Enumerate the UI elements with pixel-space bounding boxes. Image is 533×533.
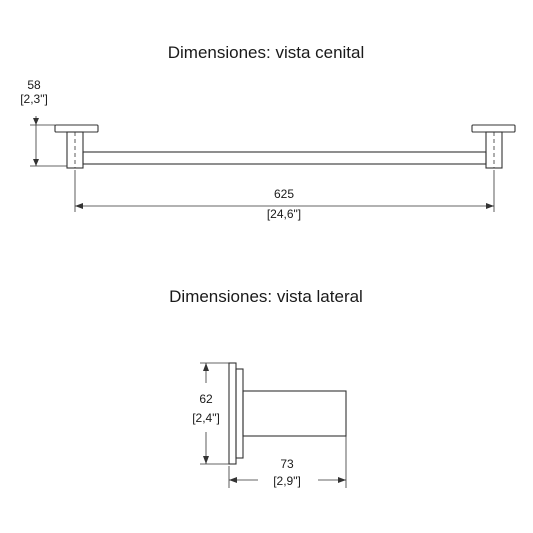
depth-in: [2,3"] bbox=[20, 92, 48, 106]
top-view: Dimensiones: vista cenital 58 [2,3"] bbox=[20, 43, 516, 221]
left-mount-top bbox=[54, 124, 99, 169]
depth-mm: 58 bbox=[27, 78, 41, 92]
side-view-title: Dimensiones: vista lateral bbox=[169, 287, 363, 306]
side-view: Dimensiones: vista lateral 62 [2,4"] bbox=[169, 287, 363, 488]
projection-in: [2,9"] bbox=[273, 474, 301, 488]
height-dimension: 62 [2,4"] bbox=[192, 362, 229, 465]
towel-bar bbox=[82, 151, 487, 165]
length-dimension: 625 [24,6"] bbox=[74, 170, 495, 221]
length-mm: 625 bbox=[274, 187, 294, 201]
projection-dimension: 73 [2,9"] bbox=[228, 436, 347, 488]
depth-dimension: 58 [2,3"] bbox=[20, 78, 67, 167]
right-mount-top bbox=[471, 124, 516, 169]
height-in: [2,4"] bbox=[192, 411, 220, 425]
bracket-side bbox=[228, 362, 347, 465]
top-view-title: Dimensiones: vista cenital bbox=[168, 43, 365, 62]
length-in: [24,6"] bbox=[267, 207, 301, 221]
projection-mm: 73 bbox=[280, 457, 294, 471]
height-mm: 62 bbox=[199, 392, 213, 406]
